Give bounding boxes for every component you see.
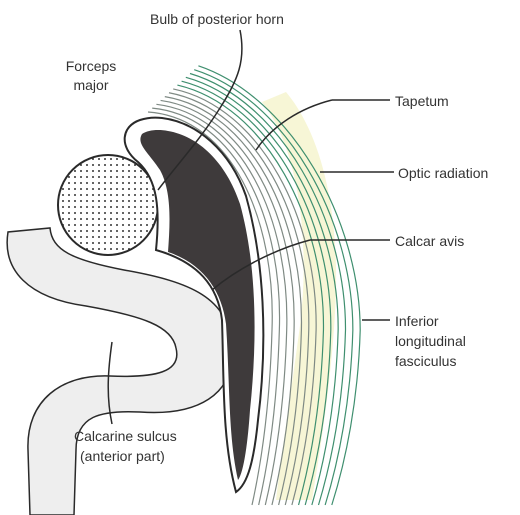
label-tapetum: Tapetum [395, 92, 449, 110]
label-calcar-avis: Calcar avis [395, 232, 464, 250]
label-optic-radiation: Optic radiation [398, 164, 488, 182]
label-forceps-major-line2: major [55, 76, 127, 94]
forceps-major-shape [58, 155, 158, 255]
label-calcarine-line2: (anterior part) [80, 447, 165, 465]
label-inferior-line2: longitudinal [395, 332, 466, 350]
label-forceps-major-line1: Forceps [55, 57, 127, 75]
label-inferior-line1: Inferior [395, 312, 439, 330]
label-calcarine-line1: Calcarine sulcus [74, 427, 177, 445]
label-bulb-of-posterior-horn: Bulb of posterior horn [150, 10, 284, 28]
label-inferior-line3: fasciculus [395, 352, 456, 370]
